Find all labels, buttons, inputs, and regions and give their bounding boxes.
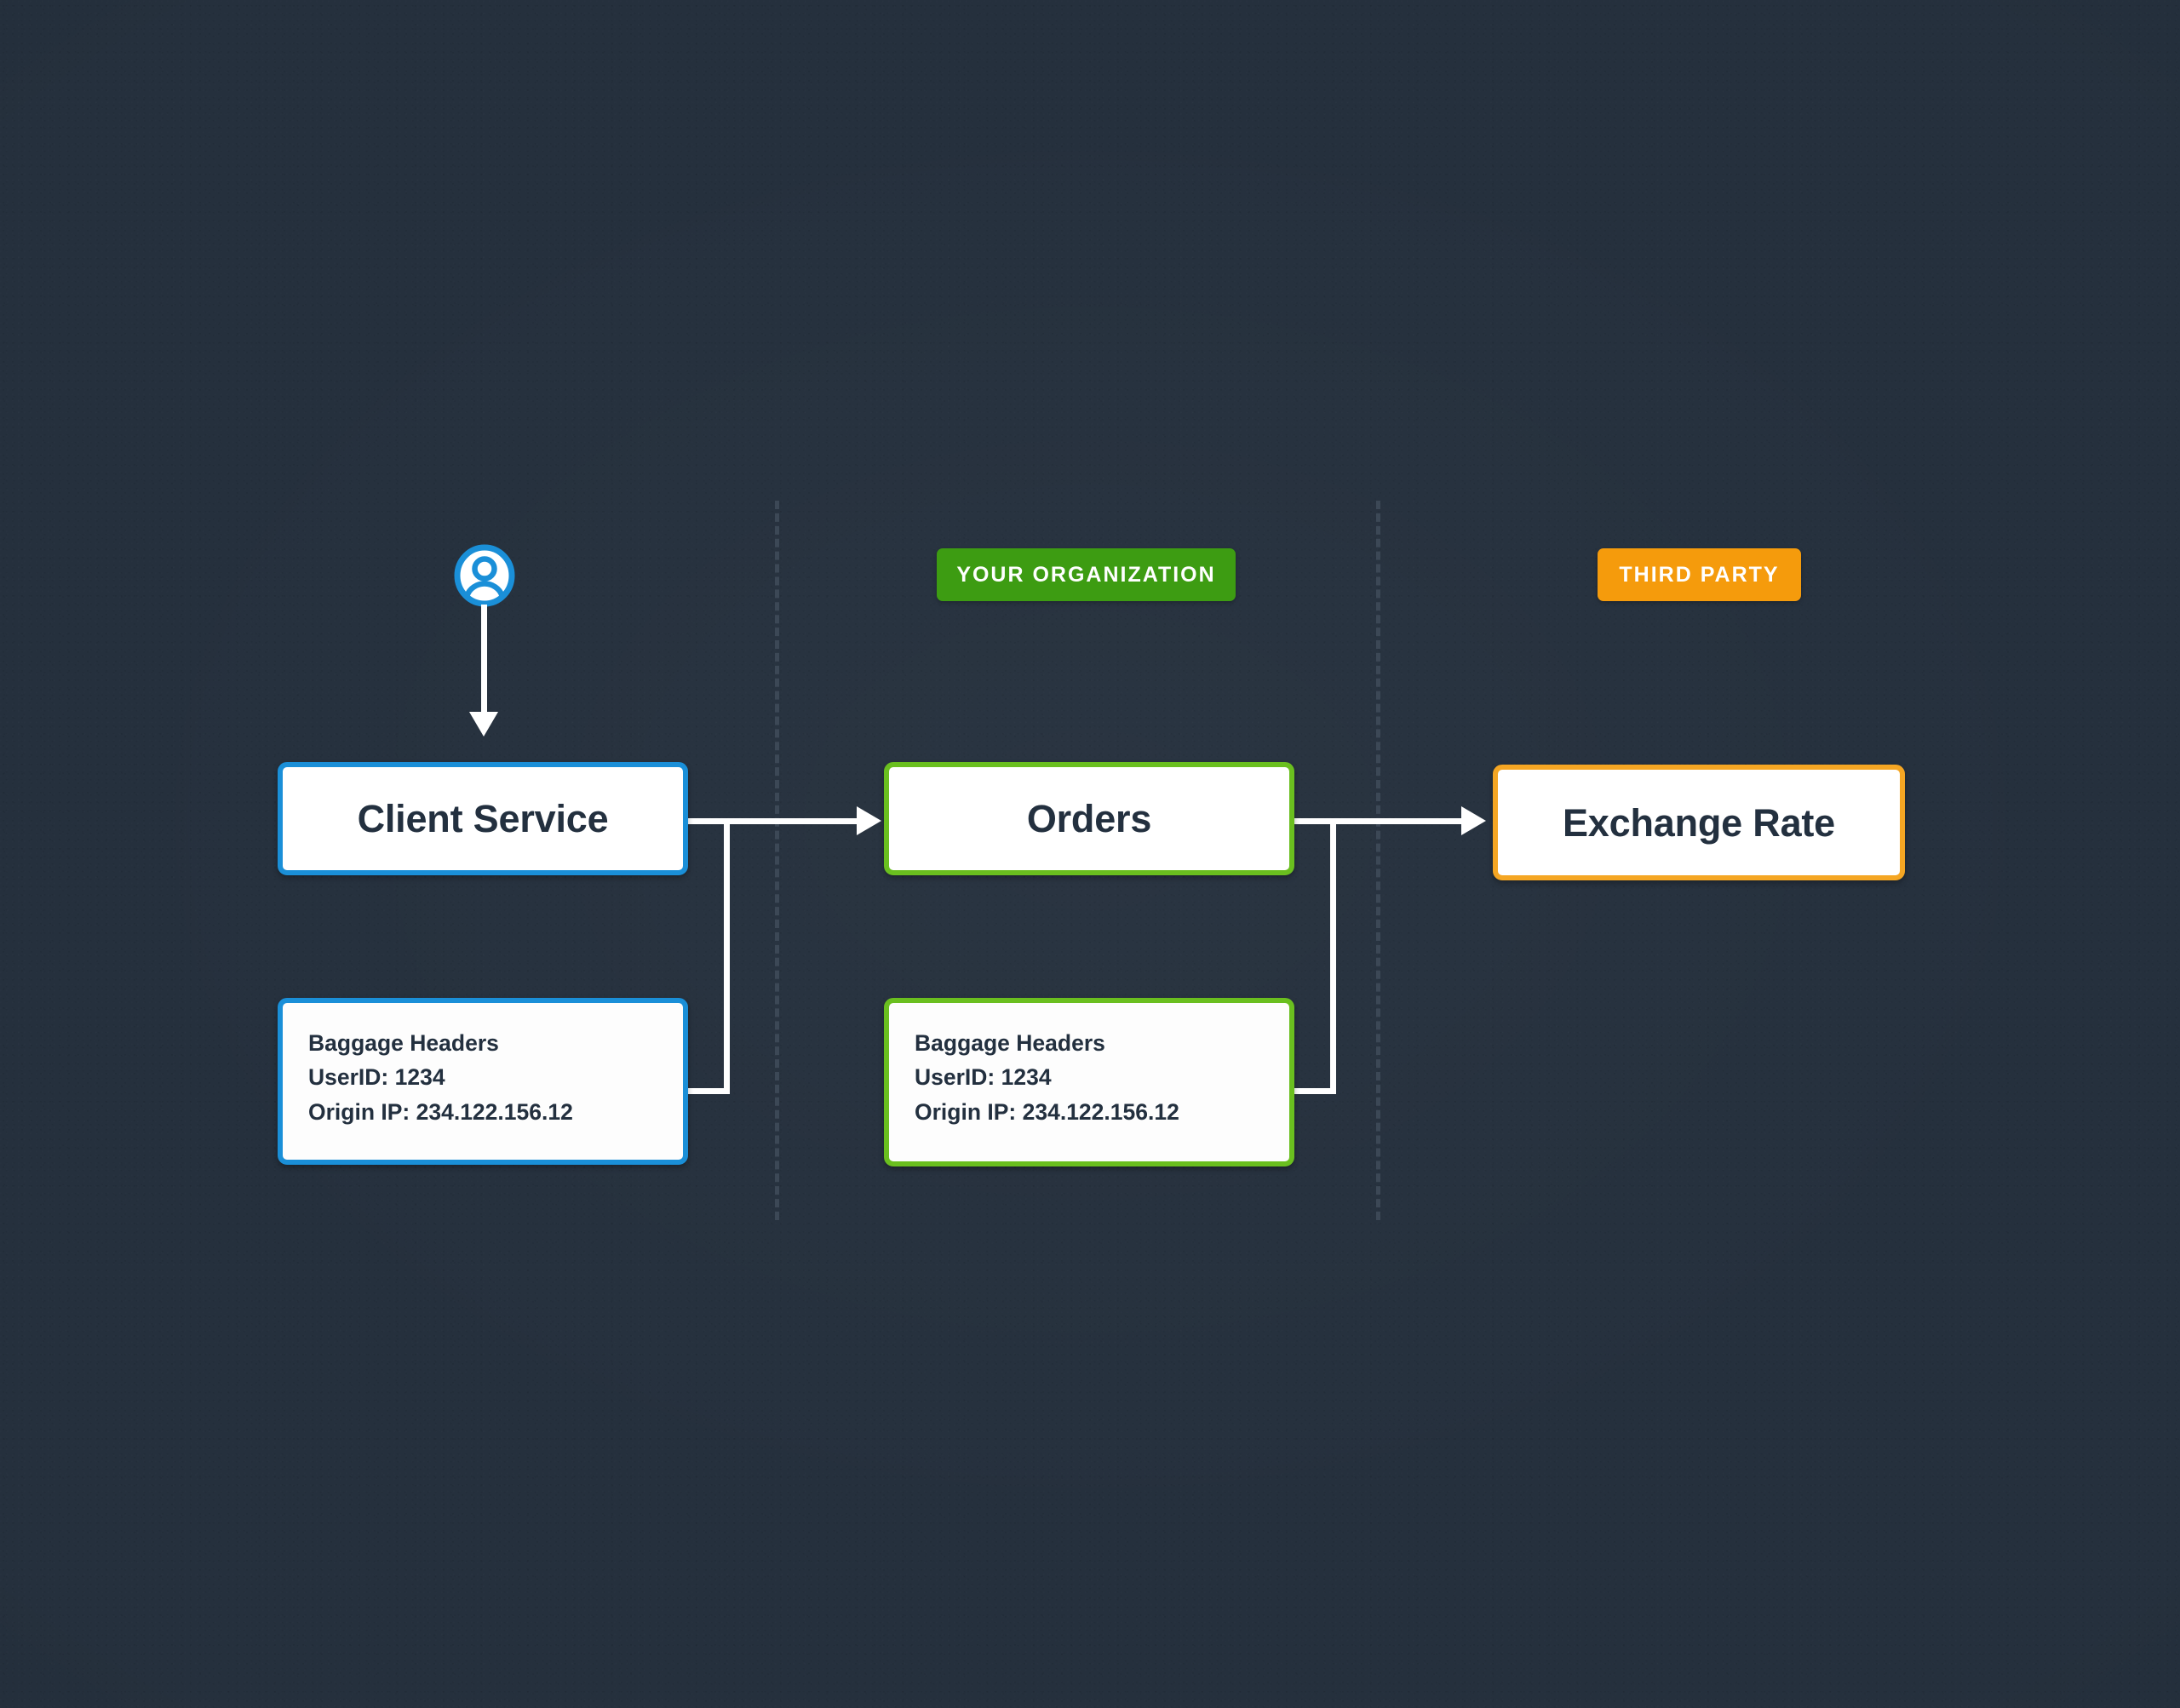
node-exchange-rate[interactable]: Exchange Rate bbox=[1493, 765, 1905, 880]
badge-third-party-label: THIRD PARTY bbox=[1619, 562, 1780, 587]
arrowhead-orders-to-exchange-rate bbox=[1461, 806, 1486, 835]
node-client-service[interactable]: Client Service bbox=[278, 762, 688, 875]
node-client-service-label: Client Service bbox=[357, 797, 609, 840]
arrowhead-user-to-client-service bbox=[469, 712, 498, 737]
connector-orders-to-exchange-rate bbox=[1294, 818, 1461, 824]
arrowhead-client-service-to-orders bbox=[857, 806, 881, 835]
baggage-card-client-service-title: Baggage Headers bbox=[308, 1030, 499, 1056]
connector-baggage-client-horizontal bbox=[686, 1088, 730, 1094]
zone-divider-left bbox=[775, 501, 779, 1220]
connector-client-service-to-orders bbox=[688, 818, 857, 824]
badge-third-party: THIRD PARTY bbox=[1598, 548, 1801, 601]
node-orders-label: Orders bbox=[1026, 797, 1152, 840]
connector-baggage-client-vertical bbox=[724, 818, 730, 1094]
baggage-card-orders-userid: UserID: 1234 bbox=[915, 1064, 1052, 1091]
node-exchange-rate-label: Exchange Rate bbox=[1562, 800, 1836, 845]
baggage-card-orders-title: Baggage Headers bbox=[915, 1030, 1105, 1056]
badge-your-organization-label: YOUR ORGANIZATION bbox=[956, 562, 1216, 587]
connector-user-to-client-service bbox=[481, 605, 487, 712]
baggage-card-client-service: Baggage Headers UserID: 1234 Origin IP: … bbox=[278, 998, 688, 1165]
connector-baggage-orders-horizontal bbox=[1292, 1088, 1336, 1094]
baggage-card-orders: Baggage Headers UserID: 1234 Origin IP: … bbox=[884, 998, 1294, 1166]
connector-baggage-orders-vertical bbox=[1330, 818, 1336, 1094]
baggage-card-client-service-originip: Origin IP: 234.122.156.12 bbox=[308, 1098, 573, 1125]
baggage-card-client-service-userid: UserID: 1234 bbox=[308, 1064, 445, 1091]
zone-divider-right bbox=[1376, 501, 1380, 1220]
node-orders[interactable]: Orders bbox=[884, 762, 1294, 875]
badge-your-organization: YOUR ORGANIZATION bbox=[937, 548, 1236, 601]
user-avatar-icon bbox=[453, 543, 516, 608]
baggage-card-orders-originip: Origin IP: 234.122.156.12 bbox=[915, 1098, 1179, 1125]
